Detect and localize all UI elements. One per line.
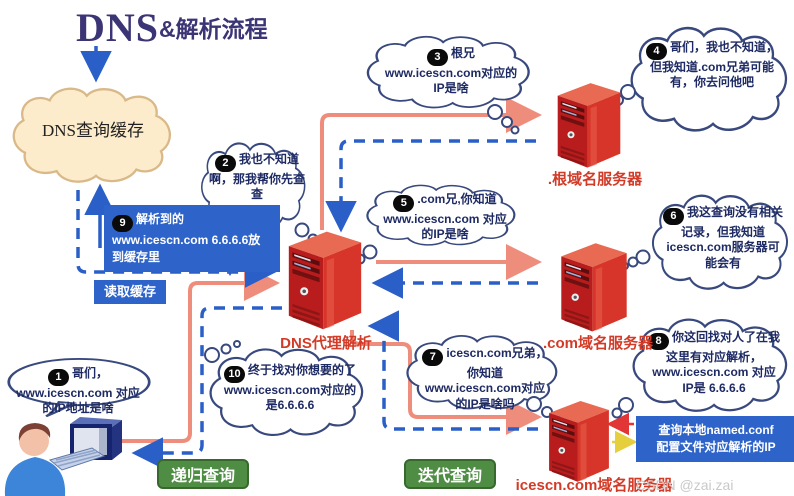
title-latin: DNS xyxy=(76,5,160,50)
named-conf-line1: 查询本地named.conf xyxy=(658,423,774,437)
step5-text-block: 5.com兄,你知道 www.icescn.com 对应的IP是啥 xyxy=(382,192,508,243)
title-cjk: &解析流程 xyxy=(159,16,268,42)
server-com-label: .com域名服务器 xyxy=(542,335,653,352)
monitor-side xyxy=(112,420,122,460)
step4-text: 哥们，我也不知道，但我知道.com兄弟可能有，你去问他吧 xyxy=(649,40,778,90)
step3-text: 根兄 www.icescn.com对应的IP是啥 xyxy=(384,46,518,96)
step7-badge: 7 xyxy=(422,348,444,366)
response-arrow-step8 xyxy=(367,310,538,431)
server-icescn xyxy=(549,400,609,482)
step10-text: 终于找对你想要的了 www.icescn.com对应的是6.6.6.6 xyxy=(223,363,357,413)
user-head xyxy=(19,426,49,456)
step3-badge: 3 xyxy=(426,48,448,66)
step4-badge: 4 xyxy=(645,42,667,60)
user-figure xyxy=(4,423,66,496)
step9-text: 解析到的www.icescn.com 6.6.6.6放到缓存里 xyxy=(112,212,261,264)
keyboard-keys xyxy=(53,449,101,467)
server-root-label: .根域名服务器 xyxy=(547,171,643,188)
thought-tails xyxy=(204,84,651,423)
legend-recursive-query: 递归查询 xyxy=(157,459,250,489)
step8-badge: 8 xyxy=(648,332,669,350)
query-arrow-step1 xyxy=(116,265,280,443)
step1-text: 哥们， www.icescn.com 对应的IP地址是啥 xyxy=(16,366,140,416)
step5-badge: 5 xyxy=(393,194,415,212)
named-conf-line2: 配置文件对应解析的IP xyxy=(656,439,776,454)
user-body xyxy=(4,457,66,496)
watermark: CSDN @zai.zai xyxy=(636,477,734,493)
server-com xyxy=(561,243,627,332)
read-cache-arrow xyxy=(76,190,277,288)
query-arrow-step3 xyxy=(320,97,542,230)
server-root xyxy=(557,83,621,168)
response-arrow-step4 xyxy=(325,139,536,233)
step5-text: .com兄,你知道 www.icescn.com 对应的IP是啥 xyxy=(383,192,507,242)
dns-cache-label: DNS查询缓存 xyxy=(41,121,144,140)
step6-badge: 6 xyxy=(662,207,684,225)
step2-text: 我也不知道啊，那我帮你先查查 xyxy=(208,152,305,202)
user-hair xyxy=(18,423,51,441)
step8-text: 你这回找对人了在我这里有对应解析，www.icescn.com 对应IP是 6.… xyxy=(652,330,781,395)
step7-text: icescn.com兄弟，你知道www.icescn.com对应的IP是啥吗 xyxy=(424,346,548,411)
page-title: DNS&解析流程 xyxy=(76,4,268,51)
legend-iterative-query: 迭代查询 xyxy=(404,459,497,489)
step10-badge: 10 xyxy=(223,365,245,383)
query-arrow-step7 xyxy=(350,330,542,435)
step1-badge: 1 xyxy=(47,368,69,386)
server-icescn-label: icescn.com域名服务器 xyxy=(515,477,673,494)
step6-text: 我这查询没有相关记录，但我知道icescn.com服务器可能会有 xyxy=(666,205,783,270)
read-cache-label: 读取缓存 xyxy=(94,280,167,305)
monitor-screen-shade xyxy=(99,428,107,455)
step2-badge: 2 xyxy=(214,154,236,172)
server-dns-proxy xyxy=(288,231,362,330)
arrow-layer xyxy=(76,46,638,469)
computer xyxy=(48,417,122,471)
step9-badge: 9 xyxy=(112,215,133,233)
server-proxy-label: DNS代理解析 xyxy=(280,335,372,352)
named-conf-box: 查询本地named.conf 配置文件对应解析的IP xyxy=(636,416,794,462)
